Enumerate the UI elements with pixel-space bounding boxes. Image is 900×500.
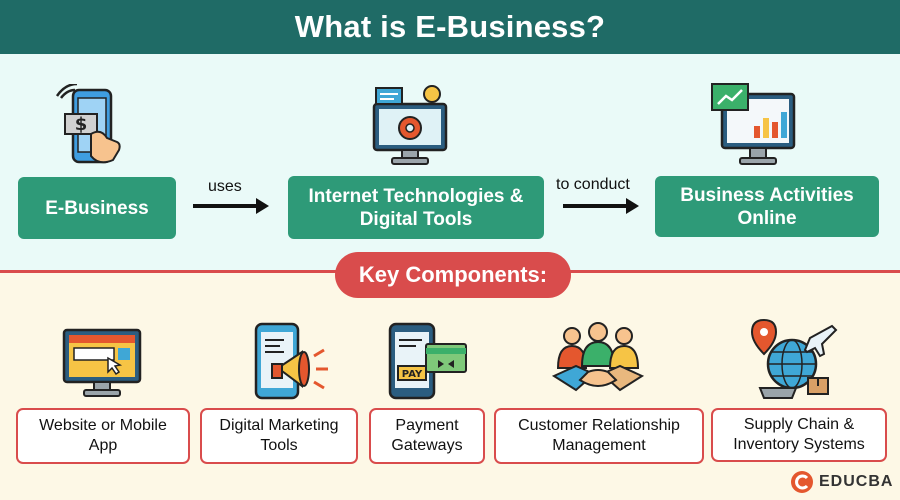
key-components-pill: Key Components: <box>335 252 571 298</box>
payment-phone-card-icon: PAY <box>388 322 467 400</box>
to-conduct-arrow <box>563 198 639 214</box>
component-payment-gateways: Payment Gateways <box>369 408 485 464</box>
uses-arrow <box>193 198 269 214</box>
business-activities-box: Business Activities Online <box>655 176 879 237</box>
svg-text:$: $ <box>75 114 88 135</box>
title-bar: What is E-Business? <box>0 0 900 54</box>
to-conduct-label: to conduct <box>556 176 630 193</box>
uses-label: uses <box>208 178 242 195</box>
component-website-mobile-app: Website or Mobile App <box>16 408 190 464</box>
website-monitor-icon <box>62 328 142 397</box>
brand-name: EDUCBA <box>819 473 894 490</box>
handshake-people-icon <box>551 322 645 392</box>
page-title: What is E-Business? <box>294 9 606 44</box>
analytics-monitor-icon <box>711 83 796 165</box>
brand-logo: EDUCBA <box>790 470 893 494</box>
educba-logo-icon <box>791 471 813 493</box>
component-crm: Customer Relationship Management <box>494 408 704 464</box>
global-logistics-icon <box>750 318 838 399</box>
e-business-box: E-Business <box>18 177 176 239</box>
internet-technologies-box: Internet Technologies & Digital Tools <box>288 176 544 239</box>
component-supply-chain-inventory: Supply Chain & Inventory Systems <box>711 408 887 462</box>
pay-label: PAY <box>402 369 423 380</box>
marketing-phone-megaphone-icon <box>254 322 328 400</box>
component-digital-marketing-tools: Digital Marketing Tools <box>200 408 358 464</box>
mobile-payment-icon: $ <box>55 84 121 164</box>
computer-settings-icon <box>372 85 448 165</box>
